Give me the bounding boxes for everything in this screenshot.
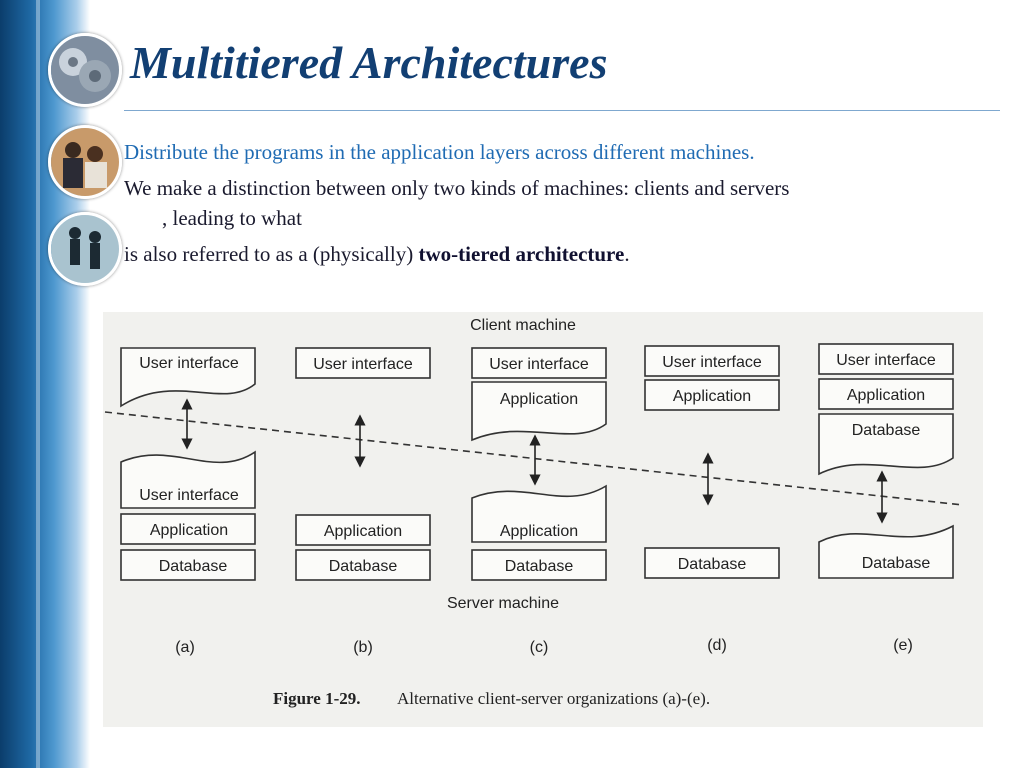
d-database-label: Database bbox=[678, 556, 747, 573]
c-application-server-label: Application bbox=[500, 523, 578, 540]
d-application-label: Application bbox=[673, 388, 751, 405]
a-user-interface-client-box bbox=[120, 347, 256, 408]
b-user-interface-box bbox=[295, 347, 431, 379]
column-c-label: (c) bbox=[530, 639, 549, 656]
bullet-distinction-text: We make a distinction between only two k… bbox=[124, 176, 790, 200]
a-application-box bbox=[120, 513, 256, 545]
e-database-server-label: Database bbox=[862, 555, 931, 572]
column-e-label: (e) bbox=[893, 637, 913, 654]
column-e: User interface Application Database Data… bbox=[818, 343, 954, 654]
business-people-photo-icon bbox=[48, 125, 122, 199]
e-database-client-label: Database bbox=[852, 422, 921, 439]
title-divider bbox=[124, 110, 1000, 111]
gears-photo-icon bbox=[48, 33, 122, 107]
c-user-interface-label: User interface bbox=[489, 356, 589, 373]
e-database-server-box bbox=[818, 524, 954, 579]
c-database-label: Database bbox=[505, 558, 574, 575]
bullet-two-tiered: is also referred to as a (physically) tw… bbox=[124, 239, 1004, 269]
a-user-interface-client-label: User interface bbox=[139, 355, 239, 372]
client-machine-label: Client machine bbox=[470, 317, 576, 334]
sidebar-gradient bbox=[0, 0, 90, 768]
c-application-server-box bbox=[471, 484, 607, 543]
e-user-interface-box bbox=[818, 343, 954, 375]
column-b: User interface Application Database (b) bbox=[295, 347, 431, 656]
column-d-label: (d) bbox=[707, 637, 727, 654]
a-application-label: Application bbox=[150, 522, 228, 539]
client-server-figure: Client machine Server machine User inter… bbox=[103, 312, 983, 727]
bullet-distribute: Distribute the programs in the applicati… bbox=[124, 140, 755, 164]
e-database-client-box bbox=[818, 413, 954, 476]
figure-caption-number: Figure 1-29. bbox=[273, 689, 361, 708]
b-database-label: Database bbox=[329, 558, 398, 575]
b-application-label: Application bbox=[324, 523, 402, 540]
b-database-box bbox=[295, 549, 431, 581]
e-user-interface-label: User interface bbox=[836, 352, 936, 369]
c-application-client-label: Application bbox=[500, 391, 578, 408]
bullet-two-tiered-post: . bbox=[624, 242, 630, 266]
bullet-two-tiered-pre: is also referred to as a (physically) bbox=[124, 242, 414, 266]
walking-people-photo-icon bbox=[48, 212, 122, 286]
server-machine-label: Server machine bbox=[447, 595, 559, 612]
a-database-label: Database bbox=[159, 558, 228, 575]
two-tiered-term: two-tiered architecture bbox=[418, 242, 625, 266]
d-application-box bbox=[644, 379, 780, 411]
column-d: User interface Application Database (d) bbox=[644, 345, 780, 654]
d-database-box bbox=[644, 547, 780, 579]
figure-caption-text: Alternative client-server organizations … bbox=[397, 689, 710, 708]
a-user-interface-server-box bbox=[120, 450, 256, 509]
c-user-interface-box bbox=[471, 347, 607, 379]
column-c: User interface Application Application D… bbox=[471, 347, 607, 656]
e-application-label: Application bbox=[847, 387, 925, 404]
a-database-box bbox=[120, 549, 256, 581]
c-application-client-box bbox=[471, 381, 607, 442]
e-application-box bbox=[818, 378, 954, 410]
b-application-box bbox=[295, 514, 431, 546]
d-user-interface-label: User interface bbox=[662, 354, 762, 371]
sidebar-stripe bbox=[36, 0, 40, 768]
column-a-label: (a) bbox=[175, 639, 195, 656]
b-user-interface-label: User interface bbox=[313, 356, 413, 373]
c-database-box bbox=[471, 549, 607, 581]
bullet-list: Distribute the programs in the applicati… bbox=[124, 137, 1004, 269]
column-b-label: (b) bbox=[353, 639, 373, 656]
bullet-distinction-continuation: , leading to what bbox=[162, 206, 302, 230]
d-user-interface-box bbox=[644, 345, 780, 377]
a-user-interface-server-label: User interface bbox=[139, 487, 239, 504]
bullet-distinction: We make a distinction between only two k… bbox=[124, 173, 1004, 233]
column-a: User interface User interface Applicatio… bbox=[120, 347, 256, 656]
slide-title: Multitiered Architectures bbox=[130, 37, 608, 88]
